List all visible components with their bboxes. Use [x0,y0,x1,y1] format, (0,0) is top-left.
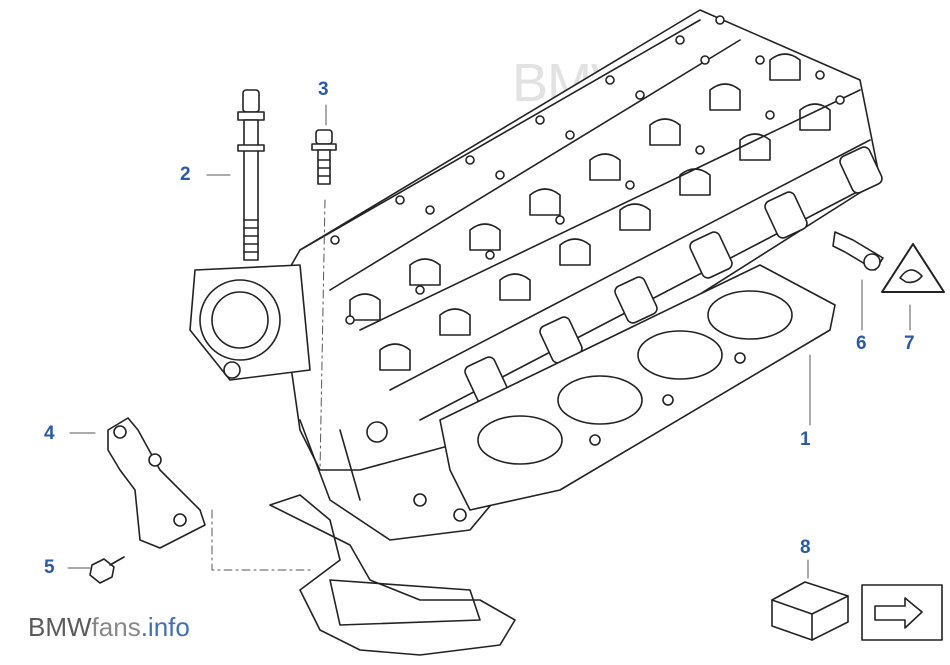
temperature-sensor[interactable] [832,231,884,271]
callout-4[interactable]: 4 [44,423,55,444]
callout-2[interactable]: 2 [180,164,191,185]
brand-part-1: BMW [28,612,92,642]
callout-7[interactable]: 7 [904,333,915,354]
sealing-compound[interactable] [771,581,849,641]
head-gasket[interactable] [439,264,836,511]
head-bolt-long[interactable] [237,89,265,261]
lower-gasket[interactable] [269,494,516,656]
bolt-short[interactable] [311,129,337,185]
brand-part-2: fans [91,612,141,642]
callout-6[interactable]: 6 [856,333,867,354]
callout-1[interactable]: 1 [800,429,811,450]
brand-logo: BMWfans.info [28,612,190,643]
callout-5[interactable]: 5 [44,557,55,578]
navigation-arrow-box[interactable] [861,584,943,641]
callout-8[interactable]: 8 [800,537,811,558]
callout-3[interactable]: 3 [318,79,329,100]
bracket[interactable] [107,417,206,549]
bracket-bolt[interactable] [89,556,125,584]
brand-part-3: .info [140,612,190,642]
warning-triangle[interactable] [881,243,945,293]
